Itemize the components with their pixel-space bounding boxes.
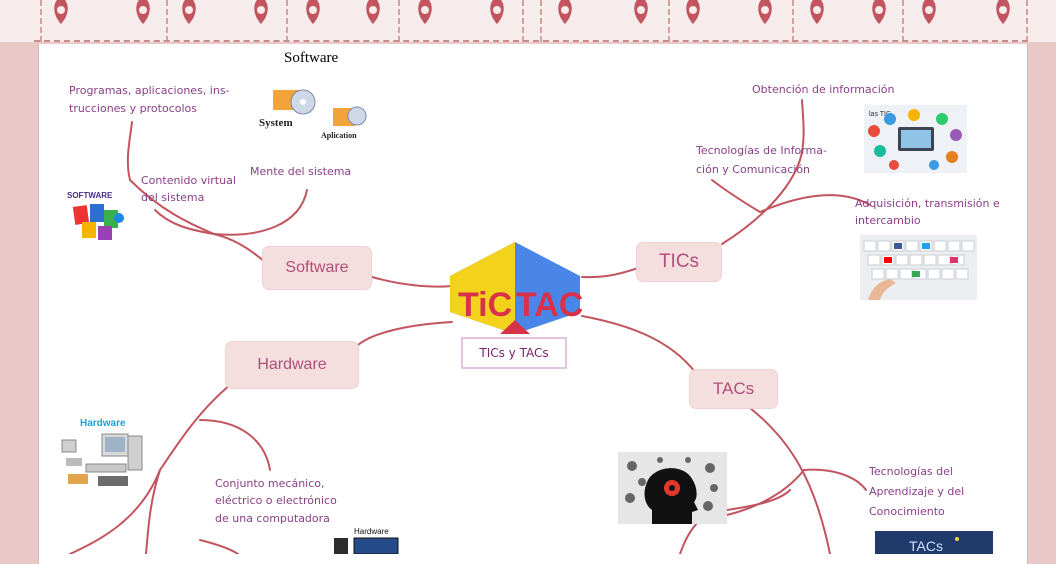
system-label: System [259, 117, 293, 129]
software-image-title: Software [284, 50, 339, 66]
ornament-icon [306, 0, 320, 24]
tacs-banner-label: TACs [909, 538, 943, 554]
adquisicion-line1: Adquisición, transmisión e [855, 197, 1000, 210]
conjunto-line3: de una computadora [215, 512, 330, 525]
ornament-icon [558, 0, 572, 24]
las-tic-label: las TIC [869, 111, 891, 118]
ornament-icon [418, 0, 432, 24]
ornament-icon [366, 0, 380, 24]
tac-desc-line3: Conocimiento [869, 505, 945, 518]
aplication-label: Aplication [321, 131, 357, 140]
ornament-icon [182, 0, 196, 24]
tac-desc-line2: Aprendizaje y del [869, 485, 965, 498]
ornament-icon [634, 0, 648, 24]
las-tic-image: las TIC [864, 105, 967, 173]
ornament-icon [922, 0, 936, 24]
contenido-line1: Contenido virtual [141, 174, 236, 187]
ornament-icon [996, 0, 1010, 24]
logo-tic-text: TiC [458, 286, 512, 324]
social-keyboard-image [860, 235, 977, 300]
ornament-icon [254, 0, 268, 24]
programas-line1: Programas, aplicaciones, ins- [69, 84, 230, 97]
hardware-computer-image: Hardware [61, 418, 143, 486]
tac-desc-line1: Tecnologías del [869, 465, 953, 478]
hardware-pc-image: Hardware [334, 527, 399, 554]
ornament-icon [54, 0, 68, 24]
head-gears-image [618, 452, 727, 524]
node-hardware[interactable]: Hardware [226, 342, 358, 388]
tecnologias-ic-line2: ción y Comunicación [696, 163, 811, 176]
decorative-banner [0, 0, 1056, 42]
node-software[interactable]: Software [263, 247, 371, 289]
contenido-line2: del sistema [141, 191, 205, 204]
adquisicion-line2: intercambio [855, 214, 921, 227]
logo-tac-text: TAC [516, 286, 582, 324]
ornament-icon [810, 0, 824, 24]
ornament-icon [490, 0, 504, 24]
programas-line2: trucciones y protocolos [69, 102, 197, 115]
mente-text: Mente del sistema [250, 165, 352, 178]
obtencion-text: Obtención de información [752, 83, 895, 96]
hardware-blue-label: Hardware [80, 418, 126, 429]
tecnologias-ic-line1: Tecnologías de Informa- [696, 144, 827, 157]
tacs-banner-image: TACs [875, 531, 993, 554]
node-tics[interactable]: TICs [637, 243, 721, 281]
hardware-black-label: Hardware [354, 527, 389, 536]
software-discs-image: System Aplication [259, 89, 367, 140]
ornament-icon [872, 0, 886, 24]
software-box-image: SOFTWARE [67, 191, 124, 240]
ornament-icon [758, 0, 772, 24]
ornament-icon [686, 0, 700, 24]
conjunto-line1: Conjunto mecánico, [215, 477, 325, 490]
center-caption: TICs y TACs [461, 337, 567, 369]
conjunto-line2: eléctrico o electrónico [215, 494, 337, 507]
banner-divider [34, 40, 1028, 42]
node-tacs[interactable]: TACs [690, 370, 777, 408]
tictac-logo: TiC TAC [450, 242, 582, 334]
ornament-icon [136, 0, 150, 24]
software-box-label: SOFTWARE [67, 191, 113, 200]
